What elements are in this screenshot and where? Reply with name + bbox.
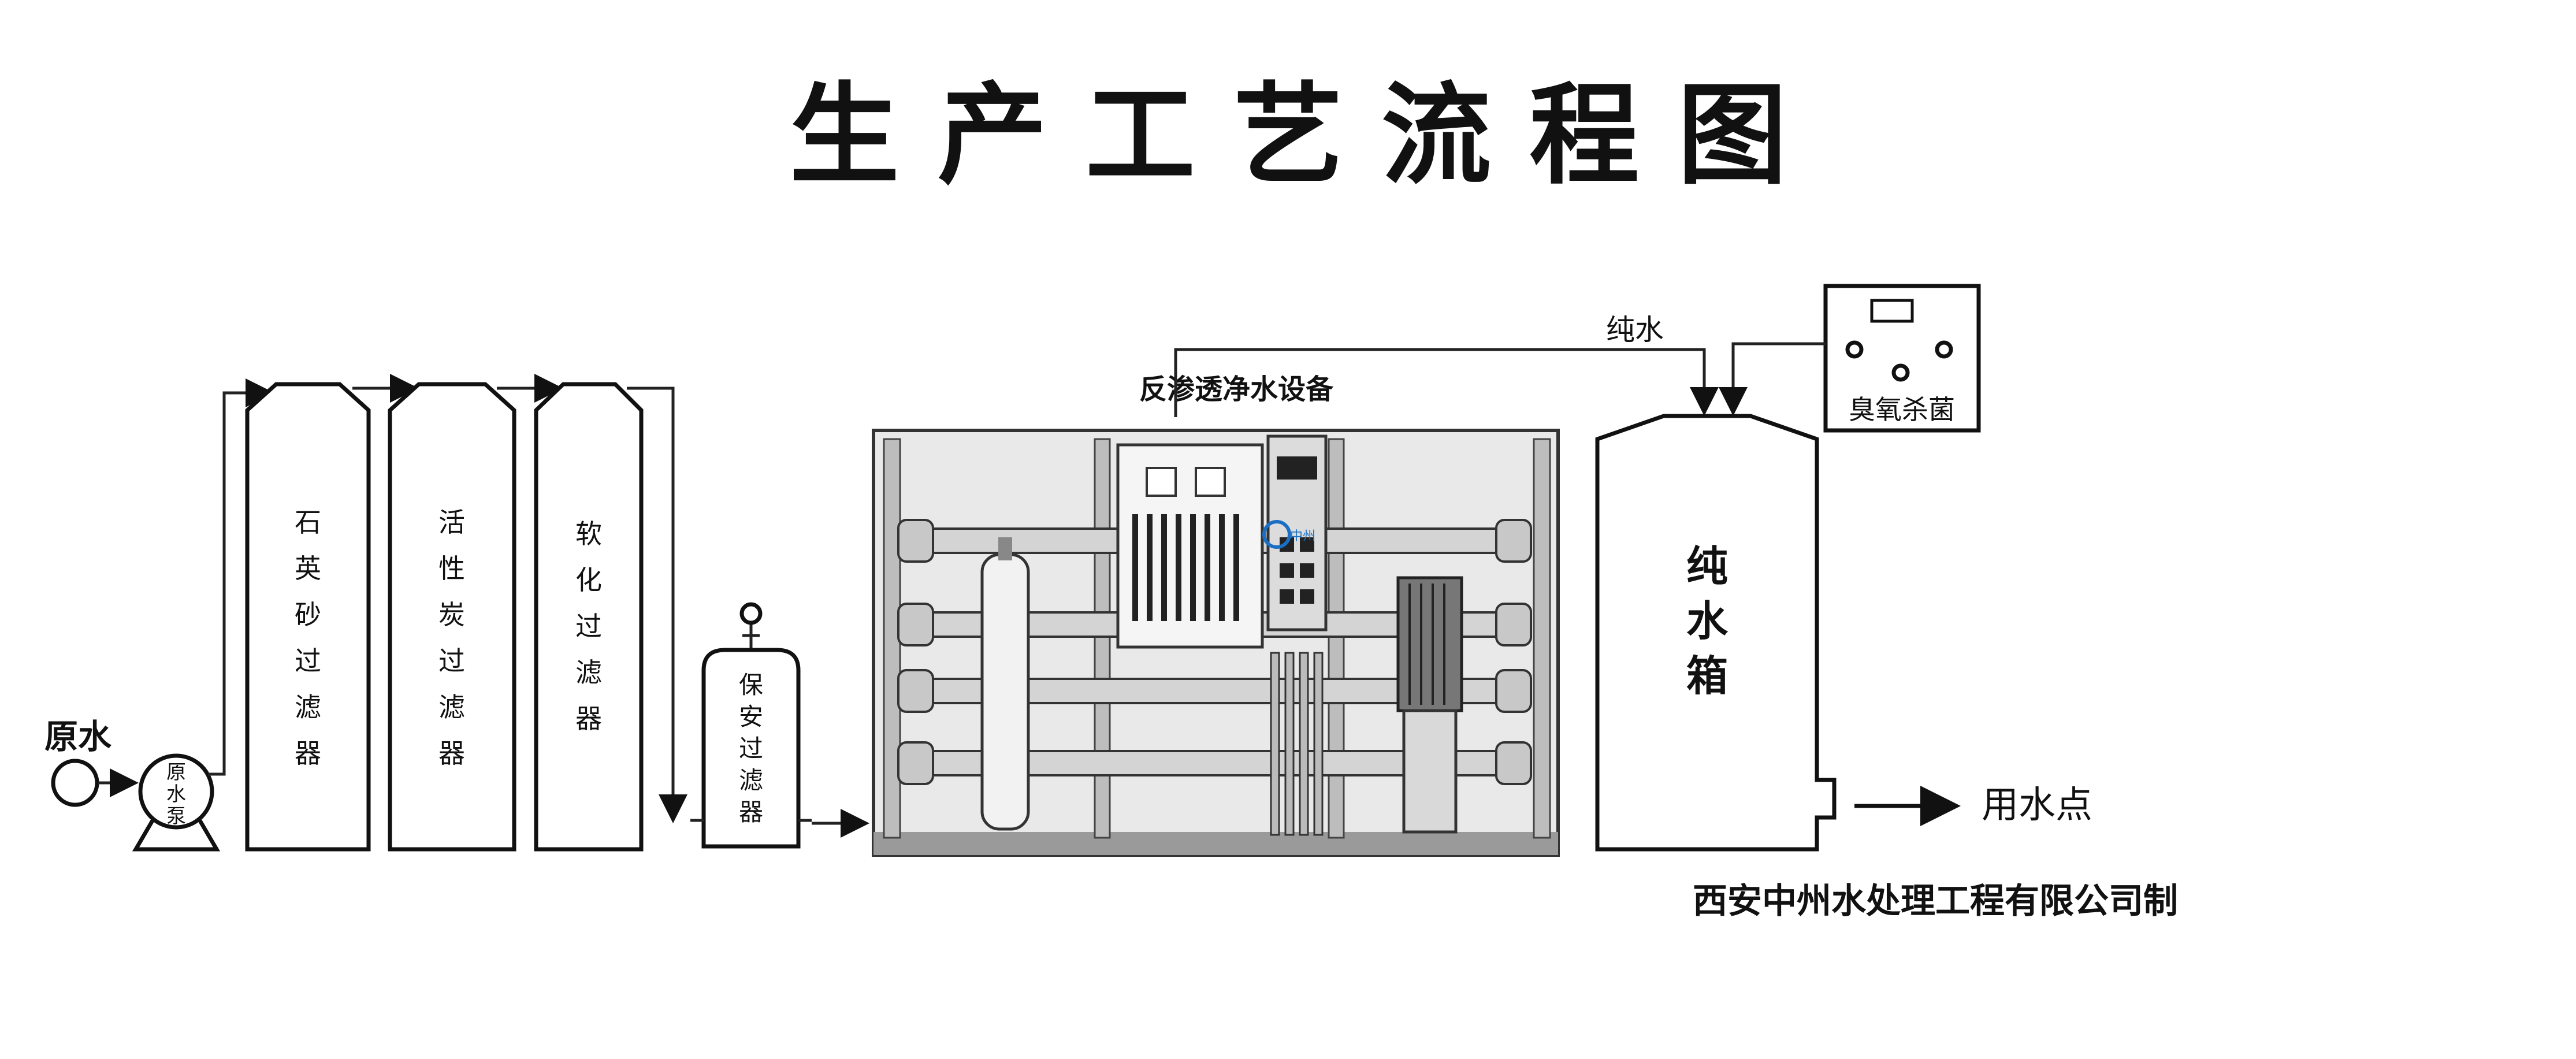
flow-line-ozone-to-tank	[1719, 342, 1826, 416]
security-char-4: 滤	[739, 766, 763, 794]
diagram-title: 生 产 工 艺 流 程 图	[790, 72, 1787, 199]
filter-quartz-sand: 石 英 砂 过 滤 器	[245, 382, 371, 852]
tank-char-3: 箱	[1686, 652, 1728, 700]
security-char-3: 过	[739, 734, 763, 763]
flow-line-filter3-to-security	[627, 387, 687, 823]
ro-logo-text: 中州	[1290, 529, 1315, 544]
filter3-char-2: 化	[575, 564, 602, 596]
filter3-char-1: 软	[575, 518, 602, 549]
security-char-5: 器	[739, 798, 763, 826]
raw-water-source-icon	[51, 759, 99, 807]
raw-water-pump: 原 水 泵	[132, 753, 221, 852]
pure-water-line-label: 纯水	[1606, 313, 1664, 347]
tank-char-2: 水	[1686, 597, 1729, 645]
tank-char-1: 纯	[1686, 542, 1728, 590]
filter-activated-carbon: 活 性 炭 过 滤 器	[388, 382, 516, 852]
ro-equipment: 中州	[872, 429, 1560, 857]
filter2-char-4: 过	[438, 645, 465, 677]
filter2-char-2: 性	[438, 553, 465, 584]
ozone-label: 臭氧杀菌	[1849, 394, 1955, 425]
security-char-1: 保	[739, 671, 763, 699]
ro-logo-icon	[1262, 520, 1291, 549]
raw-water-label: 原水	[44, 717, 112, 756]
filter1-char-3: 砂	[295, 599, 321, 630]
filter1-char-5: 滤	[295, 692, 321, 723]
pump-label-3: 泵	[166, 805, 186, 828]
ozone-sterilizer: 臭氧杀菌	[1823, 284, 1981, 433]
flow-line-pump-to-filters	[208, 378, 274, 776]
pure-water-tank: 纯 水 箱	[1595, 414, 1837, 852]
filter1-char-1: 石	[295, 507, 321, 538]
filter2-char-5: 滤	[438, 692, 465, 723]
filter1-char-2: 英	[295, 553, 321, 584]
filter2-char-6: 器	[438, 738, 465, 769]
security-char-2: 安	[739, 703, 763, 731]
filter1-char-6: 器	[295, 738, 321, 769]
filter-softening: 软 化 过 滤 器	[534, 382, 644, 852]
flow-line-ro-to-tank	[1174, 348, 1719, 417]
security-filter: 保 安 过 滤 器	[690, 602, 812, 849]
filter3-char-4: 滤	[575, 657, 602, 688]
use-point-label: 用水点	[1982, 784, 2092, 827]
filter2-char-1: 活	[438, 507, 465, 538]
filter3-char-3: 过	[575, 611, 602, 642]
pump-label-2: 水	[166, 783, 186, 806]
ro-equipment-label: 反渗透净水设备	[1139, 373, 1334, 406]
pump-label-1: 原	[166, 761, 186, 784]
filter1-char-4: 过	[295, 645, 321, 677]
filter2-char-3: 炭	[438, 599, 465, 630]
company-label: 西安中州水处理工程有限公司制	[1693, 881, 2178, 921]
filter3-char-5: 器	[575, 703, 602, 734]
